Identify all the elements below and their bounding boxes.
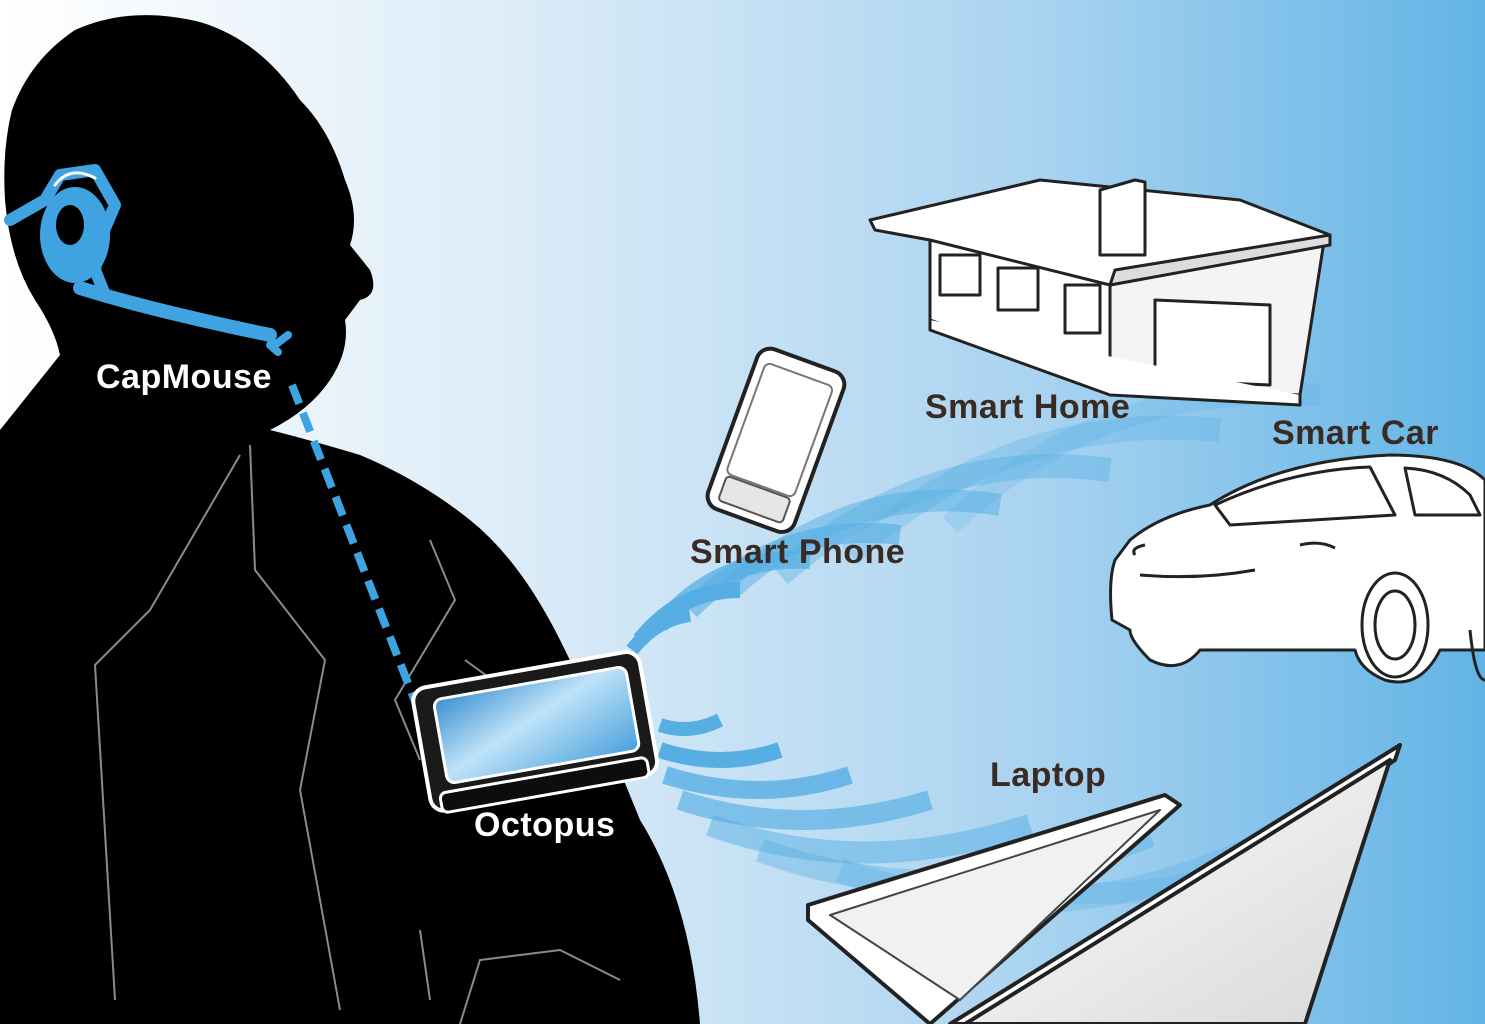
smart-car-label: Smart Car	[1272, 414, 1440, 452]
capmouse-octopus-link	[288, 383, 436, 747]
octopus-label: Octopus	[474, 806, 616, 844]
car-icon	[1109, 453, 1485, 684]
capmouse-headset-icon	[4, 164, 292, 356]
capmouse-label: CapMouse	[96, 358, 272, 396]
house-icon	[868, 178, 1332, 407]
octopus-device-icon	[411, 650, 660, 814]
jacket-lines	[93, 444, 621, 1024]
laptop-icon	[806, 743, 1402, 1024]
smart-phone-label: Smart Phone	[690, 533, 906, 571]
laptop-label: Laptop	[990, 756, 1107, 794]
smartphone-icon	[705, 346, 847, 535]
smart-home-label: Smart Home	[925, 388, 1131, 426]
